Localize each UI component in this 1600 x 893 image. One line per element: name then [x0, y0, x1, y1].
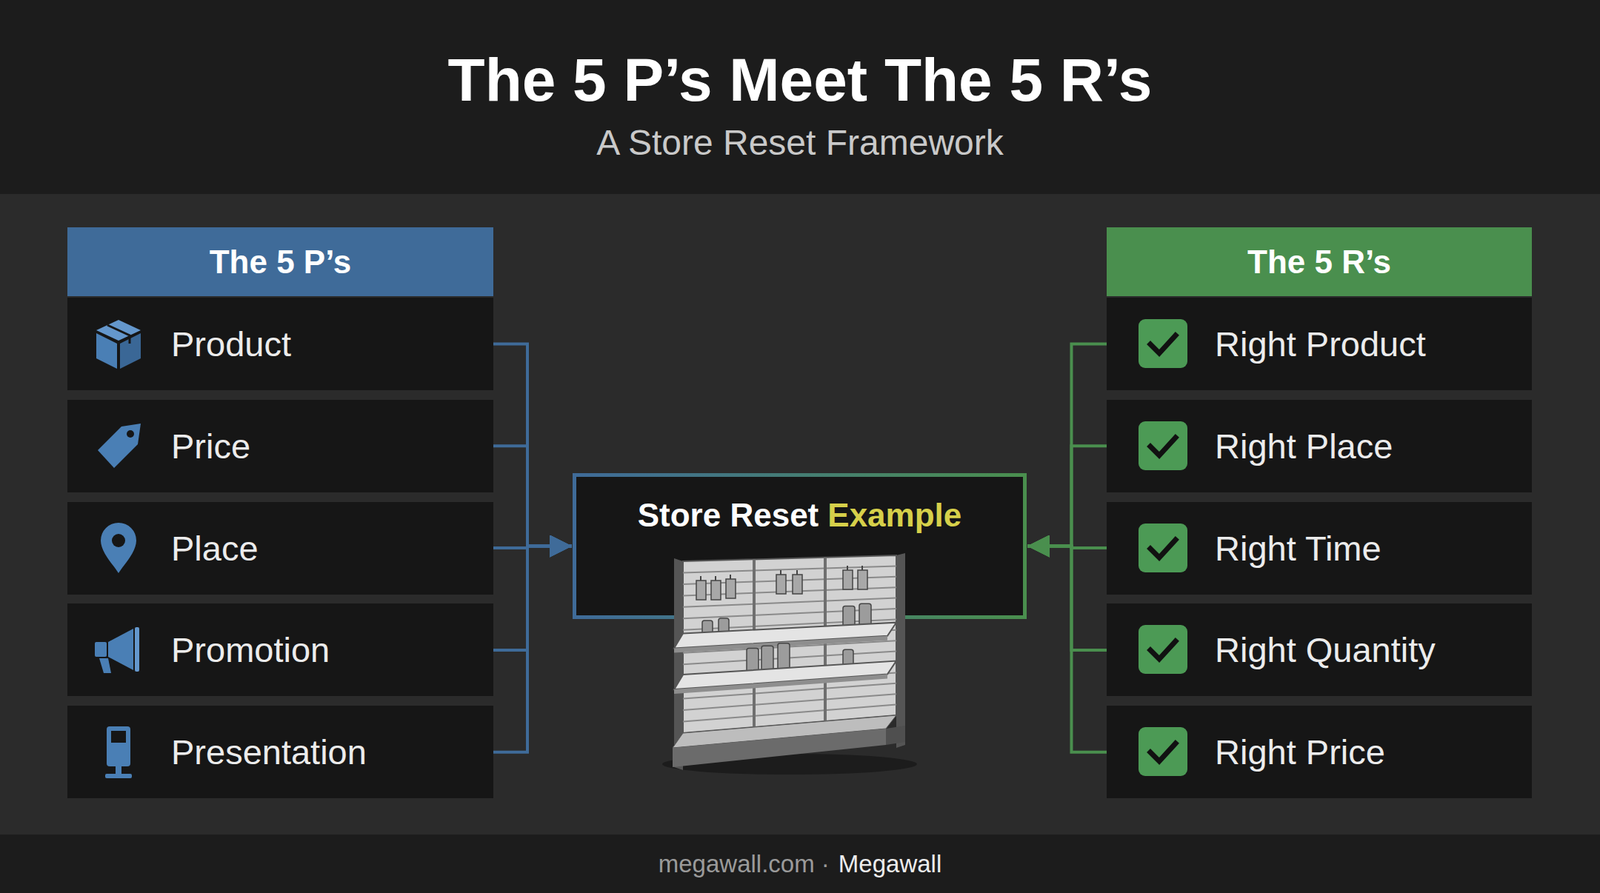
tag-icon: [97, 423, 141, 469]
peg-hook: [700, 576, 702, 581]
checkbox-tick: [1150, 540, 1176, 558]
connector: [1027, 344, 1107, 547]
row-label: Product: [171, 297, 292, 391]
checkbox-tick: [1150, 437, 1176, 456]
row-icon: [88, 722, 149, 782]
peg-package: [776, 574, 786, 595]
center-title-highlight: Example: [827, 497, 962, 534]
tag-hole: [126, 430, 135, 438]
row-label: Promotion: [171, 603, 330, 697]
panel: The 5 R’sRight ProductRight PlaceRight T…: [1106, 227, 1532, 799]
shelf-illustration: [657, 551, 920, 776]
checkbox-square: [1138, 319, 1188, 369]
peg-hook: [729, 574, 732, 580]
row-label: Right Quantity: [1214, 603, 1436, 697]
shelf-drawing: [662, 553, 918, 775]
peg-package: [696, 580, 706, 600]
peg-hook: [714, 576, 717, 581]
connector: [1027, 546, 1107, 753]
checkbox-icon: [1138, 625, 1188, 675]
peg-hook: [796, 570, 798, 575]
connector: [493, 445, 572, 546]
row-label: Right Place: [1214, 400, 1393, 493]
subtitle-text: A Store Reset Framework: [0, 120, 1600, 166]
connector: [493, 546, 572, 651]
list-row: Product: [67, 297, 494, 391]
peg-package: [857, 570, 868, 590]
panel: The 5 P’sProductPricePlacePromotionPrese…: [67, 227, 494, 799]
kiosk-body: [106, 726, 131, 767]
pin-icon: [100, 522, 137, 574]
connector: [1027, 546, 1107, 651]
peg-package: [842, 570, 853, 590]
shelf-base-side: [885, 725, 906, 746]
shelf-upright: [896, 553, 906, 749]
checkbox-tick: [1150, 335, 1176, 354]
panel-header: The 5 R’s: [1106, 227, 1532, 297]
box-icon-tape: [107, 325, 130, 344]
checkbox-square: [1138, 421, 1188, 471]
footer-site: megawall.com ·: [658, 850, 830, 879]
checkbox-tick: [1150, 641, 1176, 660]
row-label: Right Product: [1214, 297, 1426, 391]
row-label: Place: [171, 502, 259, 595]
row-label: Right Price: [1214, 705, 1386, 799]
peg-package: [711, 580, 721, 600]
kiosk-base: [105, 774, 132, 779]
peg-hook: [846, 565, 849, 571]
list-row: Right Price: [1106, 705, 1532, 799]
connector: [493, 344, 572, 547]
checkbox-icon: [1138, 421, 1188, 471]
list-row: Right Quantity: [1106, 603, 1532, 697]
row-icon: [88, 518, 149, 578]
row-label: Presentation: [171, 705, 367, 799]
checkbox-icon: [1138, 319, 1188, 369]
list-row: Right Product: [1106, 297, 1532, 391]
list-row: Price: [67, 400, 494, 493]
row-icon: [88, 416, 149, 476]
list-row: Place: [67, 502, 494, 595]
megaphone-rim: [134, 627, 140, 672]
pin-hole: [111, 534, 126, 548]
megaphone-cone: [108, 628, 134, 671]
checkbox-tick: [1150, 743, 1176, 762]
connector: [1027, 445, 1107, 546]
checkbox-square: [1138, 727, 1188, 777]
peg-package: [792, 574, 803, 595]
row-label: Price: [171, 400, 251, 493]
footer-line: megawall.com · Megawall: [0, 834, 1600, 893]
footer-brand: Megawall: [838, 850, 942, 879]
checkbox-square: [1138, 523, 1188, 573]
list-row: Presentation: [67, 705, 494, 799]
box-icon-left: [96, 333, 118, 369]
list-row: Right Place: [1106, 400, 1532, 493]
title-text: The 5 P’s Meet The 5 R’s: [0, 42, 1600, 118]
kiosk-pole: [115, 766, 122, 775]
connector: [493, 546, 572, 753]
checkbox-icon: [1138, 727, 1188, 777]
center-title: Store ResetExample: [576, 494, 1023, 537]
kiosk-screen: [111, 731, 126, 743]
peg-hook: [861, 565, 863, 571]
row-label: Right Time: [1214, 502, 1382, 595]
peg-hook: [780, 570, 782, 575]
shelf-base-front: [672, 728, 886, 768]
center-title-text: Store Reset: [637, 497, 820, 534]
megaphone-back: [94, 642, 107, 658]
peg-package: [725, 579, 736, 599]
list-row: Right Time: [1106, 502, 1532, 595]
megaphone-handle: [99, 658, 112, 674]
checkbox-square: [1138, 625, 1188, 675]
row-icon: [88, 314, 149, 374]
list-row: Promotion: [67, 603, 494, 697]
row-icon: [88, 620, 149, 680]
shelf-lip: [674, 674, 888, 695]
panel-header: The 5 P’s: [67, 227, 494, 297]
checkbox-icon: [1138, 523, 1188, 573]
center-box: Store ResetExample: [572, 473, 1027, 620]
